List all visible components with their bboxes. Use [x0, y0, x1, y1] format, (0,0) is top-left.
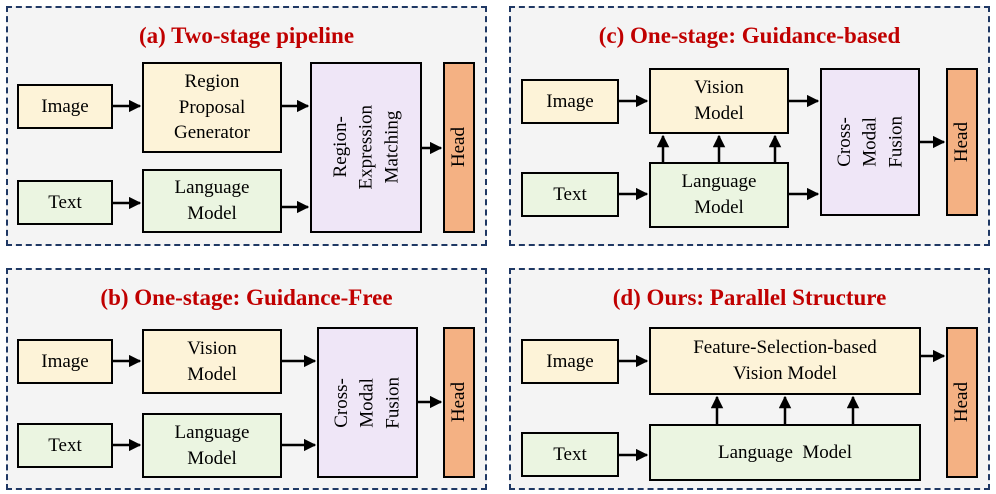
language-model-label: Language Model: [717, 441, 852, 463]
image-input-box: Image: [521, 79, 619, 124]
text-input-box: Text: [17, 423, 113, 468]
region-proposal-generator-label: Region Proposal Generator: [174, 71, 250, 144]
language-model-box: Language Model: [649, 424, 921, 481]
head-box: Head: [443, 62, 475, 233]
text-label: Text: [48, 191, 82, 213]
text-input-box: Text: [521, 432, 619, 477]
region-expression-matching-label: Region- Expression Matching: [329, 105, 402, 190]
text-label: Text: [553, 183, 587, 205]
image-input-box: Image: [17, 84, 113, 129]
language-model-label: Language Model: [174, 421, 250, 469]
image-label: Image: [546, 90, 594, 112]
image-input-box: Image: [521, 339, 619, 384]
vision-model-label: Vision Model: [187, 337, 237, 385]
panel-c-title: (c) One-stage: Guidance-based: [598, 23, 901, 48]
feature-selection-vision-model-label: Feature-Selection-based Vision Model: [693, 337, 877, 384]
vision-model-box: Vision Model: [649, 68, 789, 134]
head-label: Head: [951, 382, 973, 423]
text-input-box: Text: [521, 172, 619, 217]
panel-b-title: (b) One-stage: Guidance-Free: [100, 285, 393, 310]
head-box: Head: [946, 68, 978, 216]
region-proposal-generator-box: Region Proposal Generator: [142, 62, 282, 153]
text-input-box: Text: [17, 180, 113, 225]
cross-modal-fusion-label: Cross- Modal Fusion: [833, 116, 906, 168]
text-label: Text: [48, 434, 82, 456]
language-model-box: Language Model: [142, 169, 282, 233]
language-model-box: Language Model: [649, 162, 789, 228]
text-label: Text: [553, 443, 587, 465]
image-input-box: Image: [17, 339, 113, 384]
image-label: Image: [41, 95, 89, 117]
region-expression-matching-box: Region- Expression Matching: [310, 62, 422, 233]
language-model-label: Language Model: [174, 177, 250, 224]
head-label: Head: [448, 127, 470, 168]
cross-modal-fusion-label: Cross- Modal Fusion: [331, 376, 404, 429]
panel-a-title: (a) Two-stage pipeline: [138, 23, 355, 48]
vision-model-box: Vision Model: [142, 329, 282, 394]
language-model-box: Language Model: [142, 413, 282, 478]
language-model-label: Language Model: [681, 171, 757, 218]
head-box: Head: [946, 327, 978, 478]
image-label: Image: [546, 350, 594, 372]
head-label: Head: [448, 382, 470, 423]
head-label: Head: [951, 121, 973, 163]
vision-model-label: Vision Model: [694, 77, 744, 124]
panel-d-title: (d) Ours: Parallel Structure: [612, 285, 887, 310]
cross-modal-fusion-box: Cross- Modal Fusion: [820, 68, 920, 216]
cross-modal-fusion-box: Cross- Modal Fusion: [317, 327, 418, 478]
image-label: Image: [41, 350, 89, 372]
head-box: Head: [443, 327, 475, 478]
feature-selection-vision-model-box: Feature-Selection-based Vision Model: [649, 327, 921, 395]
